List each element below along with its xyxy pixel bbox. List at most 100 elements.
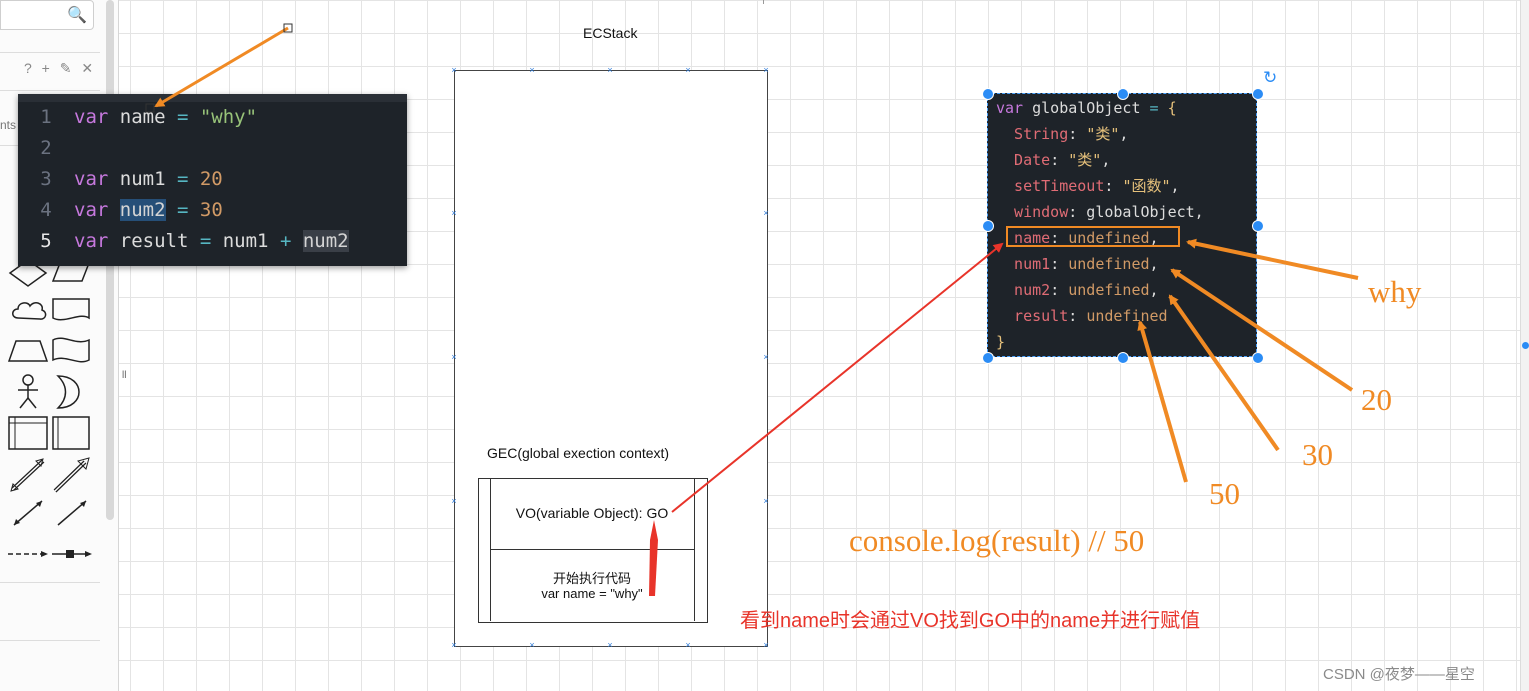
code-token: : globalObject, xyxy=(1068,203,1204,221)
code-token: var xyxy=(74,199,109,221)
trapezoid-shape-icon[interactable] xyxy=(8,340,48,362)
code-token: var xyxy=(74,106,109,128)
annotation-why: why xyxy=(1368,274,1422,309)
code-token: setTimeout xyxy=(996,177,1105,195)
connection-point-icon[interactable]: × xyxy=(763,640,769,650)
diamond-shape-icon[interactable] xyxy=(8,258,48,288)
connection-point-icon[interactable]: × xyxy=(451,640,457,650)
global-object-line: num2: undefined, xyxy=(996,277,1159,303)
selection-handle[interactable] xyxy=(1252,88,1264,100)
connection-point-icon[interactable]: × xyxy=(763,352,769,362)
global-object-line: var globalObject = { xyxy=(996,95,1177,121)
arrow-shape-icon[interactable] xyxy=(52,456,92,494)
code-token: "函数" xyxy=(1122,177,1171,195)
rotate-icon[interactable]: ↻ xyxy=(1263,68,1278,87)
connection-point-icon[interactable]: × xyxy=(685,640,691,650)
line-number: 2 xyxy=(40,137,52,159)
code-token: : xyxy=(1050,281,1069,299)
document-shape-icon[interactable] xyxy=(52,298,90,324)
gec-box[interactable] xyxy=(478,478,708,623)
selection-handle[interactable] xyxy=(1117,352,1129,364)
search-icon[interactable]: 🔍 xyxy=(67,7,87,24)
code-token: Date xyxy=(996,151,1051,169)
connection-point-icon[interactable]: × xyxy=(607,65,613,75)
code-token: String xyxy=(996,125,1069,143)
code-token: var xyxy=(74,230,109,252)
connection-point-icon[interactable]: × xyxy=(763,208,769,218)
internal-storage-shape-icon[interactable] xyxy=(8,416,48,450)
connection-point-icon[interactable]: × xyxy=(763,496,769,506)
edge-handle[interactable] xyxy=(1522,342,1529,349)
code-token: : xyxy=(1104,177,1123,195)
orange-arrow-to-name xyxy=(154,26,289,108)
shape-search-input[interactable]: 🔍 xyxy=(0,0,94,30)
connection-point-icon[interactable]: × xyxy=(451,65,457,75)
actor-shape-icon[interactable] xyxy=(14,374,42,410)
code-token: = xyxy=(199,230,212,252)
code-token: 30 xyxy=(188,199,223,221)
line-arrow-icon[interactable] xyxy=(54,498,90,528)
connector-with-label-icon[interactable] xyxy=(52,548,92,560)
panel-resize-handle[interactable]: ll xyxy=(122,370,127,381)
code-token: = xyxy=(176,106,189,128)
red-arrow-vo-to-go xyxy=(671,242,1004,513)
code-token: "类" xyxy=(1086,125,1120,143)
orange-arrow-why xyxy=(1186,238,1359,280)
code-token: : xyxy=(1050,255,1069,273)
selection-handle[interactable] xyxy=(1117,88,1129,100)
sidebar-mini-toolbar[interactable]: ? + ✎ ✕ xyxy=(24,60,97,76)
cloud-shape-icon[interactable] xyxy=(10,298,48,324)
selection-handle[interactable] xyxy=(982,352,994,364)
connection-point-icon[interactable]: × xyxy=(685,65,691,75)
connection-point-icon[interactable]: × xyxy=(529,65,535,75)
connection-point-icon[interactable]: × xyxy=(763,65,769,75)
connection-point-icon[interactable]: × xyxy=(451,352,457,362)
global-object-line: Date: "类", xyxy=(996,147,1110,173)
gec-title: GEC(global exection context) xyxy=(487,445,670,461)
selection-handle[interactable] xyxy=(1252,220,1264,232)
bidirectional-arrow-shape-icon[interactable] xyxy=(8,456,48,494)
selection-handle[interactable] xyxy=(982,220,994,232)
editor-tab-strip xyxy=(18,94,407,102)
divider xyxy=(0,582,100,583)
code-token: result xyxy=(108,230,200,252)
process-shape-icon[interactable] xyxy=(52,416,90,450)
code-token: , xyxy=(1149,255,1159,273)
double-arrow-line-icon[interactable] xyxy=(10,498,46,528)
connection-point-icon[interactable]: × xyxy=(451,208,457,218)
code-token: name xyxy=(996,229,1051,247)
code-token: undefined xyxy=(1068,229,1150,247)
code-token: : xyxy=(1068,307,1087,325)
name-property-highlight xyxy=(1006,226,1180,247)
tape-shape-icon[interactable] xyxy=(52,336,90,364)
global-object-line: String: "类", xyxy=(996,121,1128,147)
global-object-code[interactable]: var globalObject = { String: "类", Date: … xyxy=(987,93,1257,357)
global-object-line: window: globalObject, xyxy=(996,199,1204,225)
selection-handle[interactable] xyxy=(1252,352,1264,364)
red-arrow-up xyxy=(649,520,658,596)
gec-divider xyxy=(490,549,694,550)
line-number: 4 xyxy=(40,199,52,221)
connection-point-icon[interactable]: × xyxy=(529,640,535,650)
code-token: "类" xyxy=(1068,151,1102,169)
connection-point-icon[interactable]: × xyxy=(451,496,457,506)
global-object-line: name: undefined, xyxy=(996,225,1159,251)
code-token: undefined xyxy=(1086,307,1168,325)
code-token: num1 xyxy=(108,168,177,190)
panel-partial-label: nts xyxy=(0,118,17,132)
code-token: "why" xyxy=(188,106,258,128)
code-token: undefined xyxy=(1068,255,1150,273)
gec-inner-border-right xyxy=(694,478,695,621)
exec-code: var name = "why" xyxy=(541,586,643,601)
exec-title: 开始执行代码 xyxy=(552,571,631,586)
selection-handle[interactable] xyxy=(982,88,994,100)
or-shape-icon[interactable] xyxy=(56,374,86,410)
code-token: num1 xyxy=(996,255,1051,273)
code-token: + xyxy=(279,230,292,252)
code-token: var xyxy=(996,99,1024,117)
connection-point-icon[interactable]: × xyxy=(607,640,613,650)
code-token: num2 xyxy=(996,281,1051,299)
red-explanation-note: 看到name时会通过VO找到GO中的name并进行赋值 xyxy=(740,610,1201,632)
dashed-connector-icon[interactable] xyxy=(8,548,48,560)
